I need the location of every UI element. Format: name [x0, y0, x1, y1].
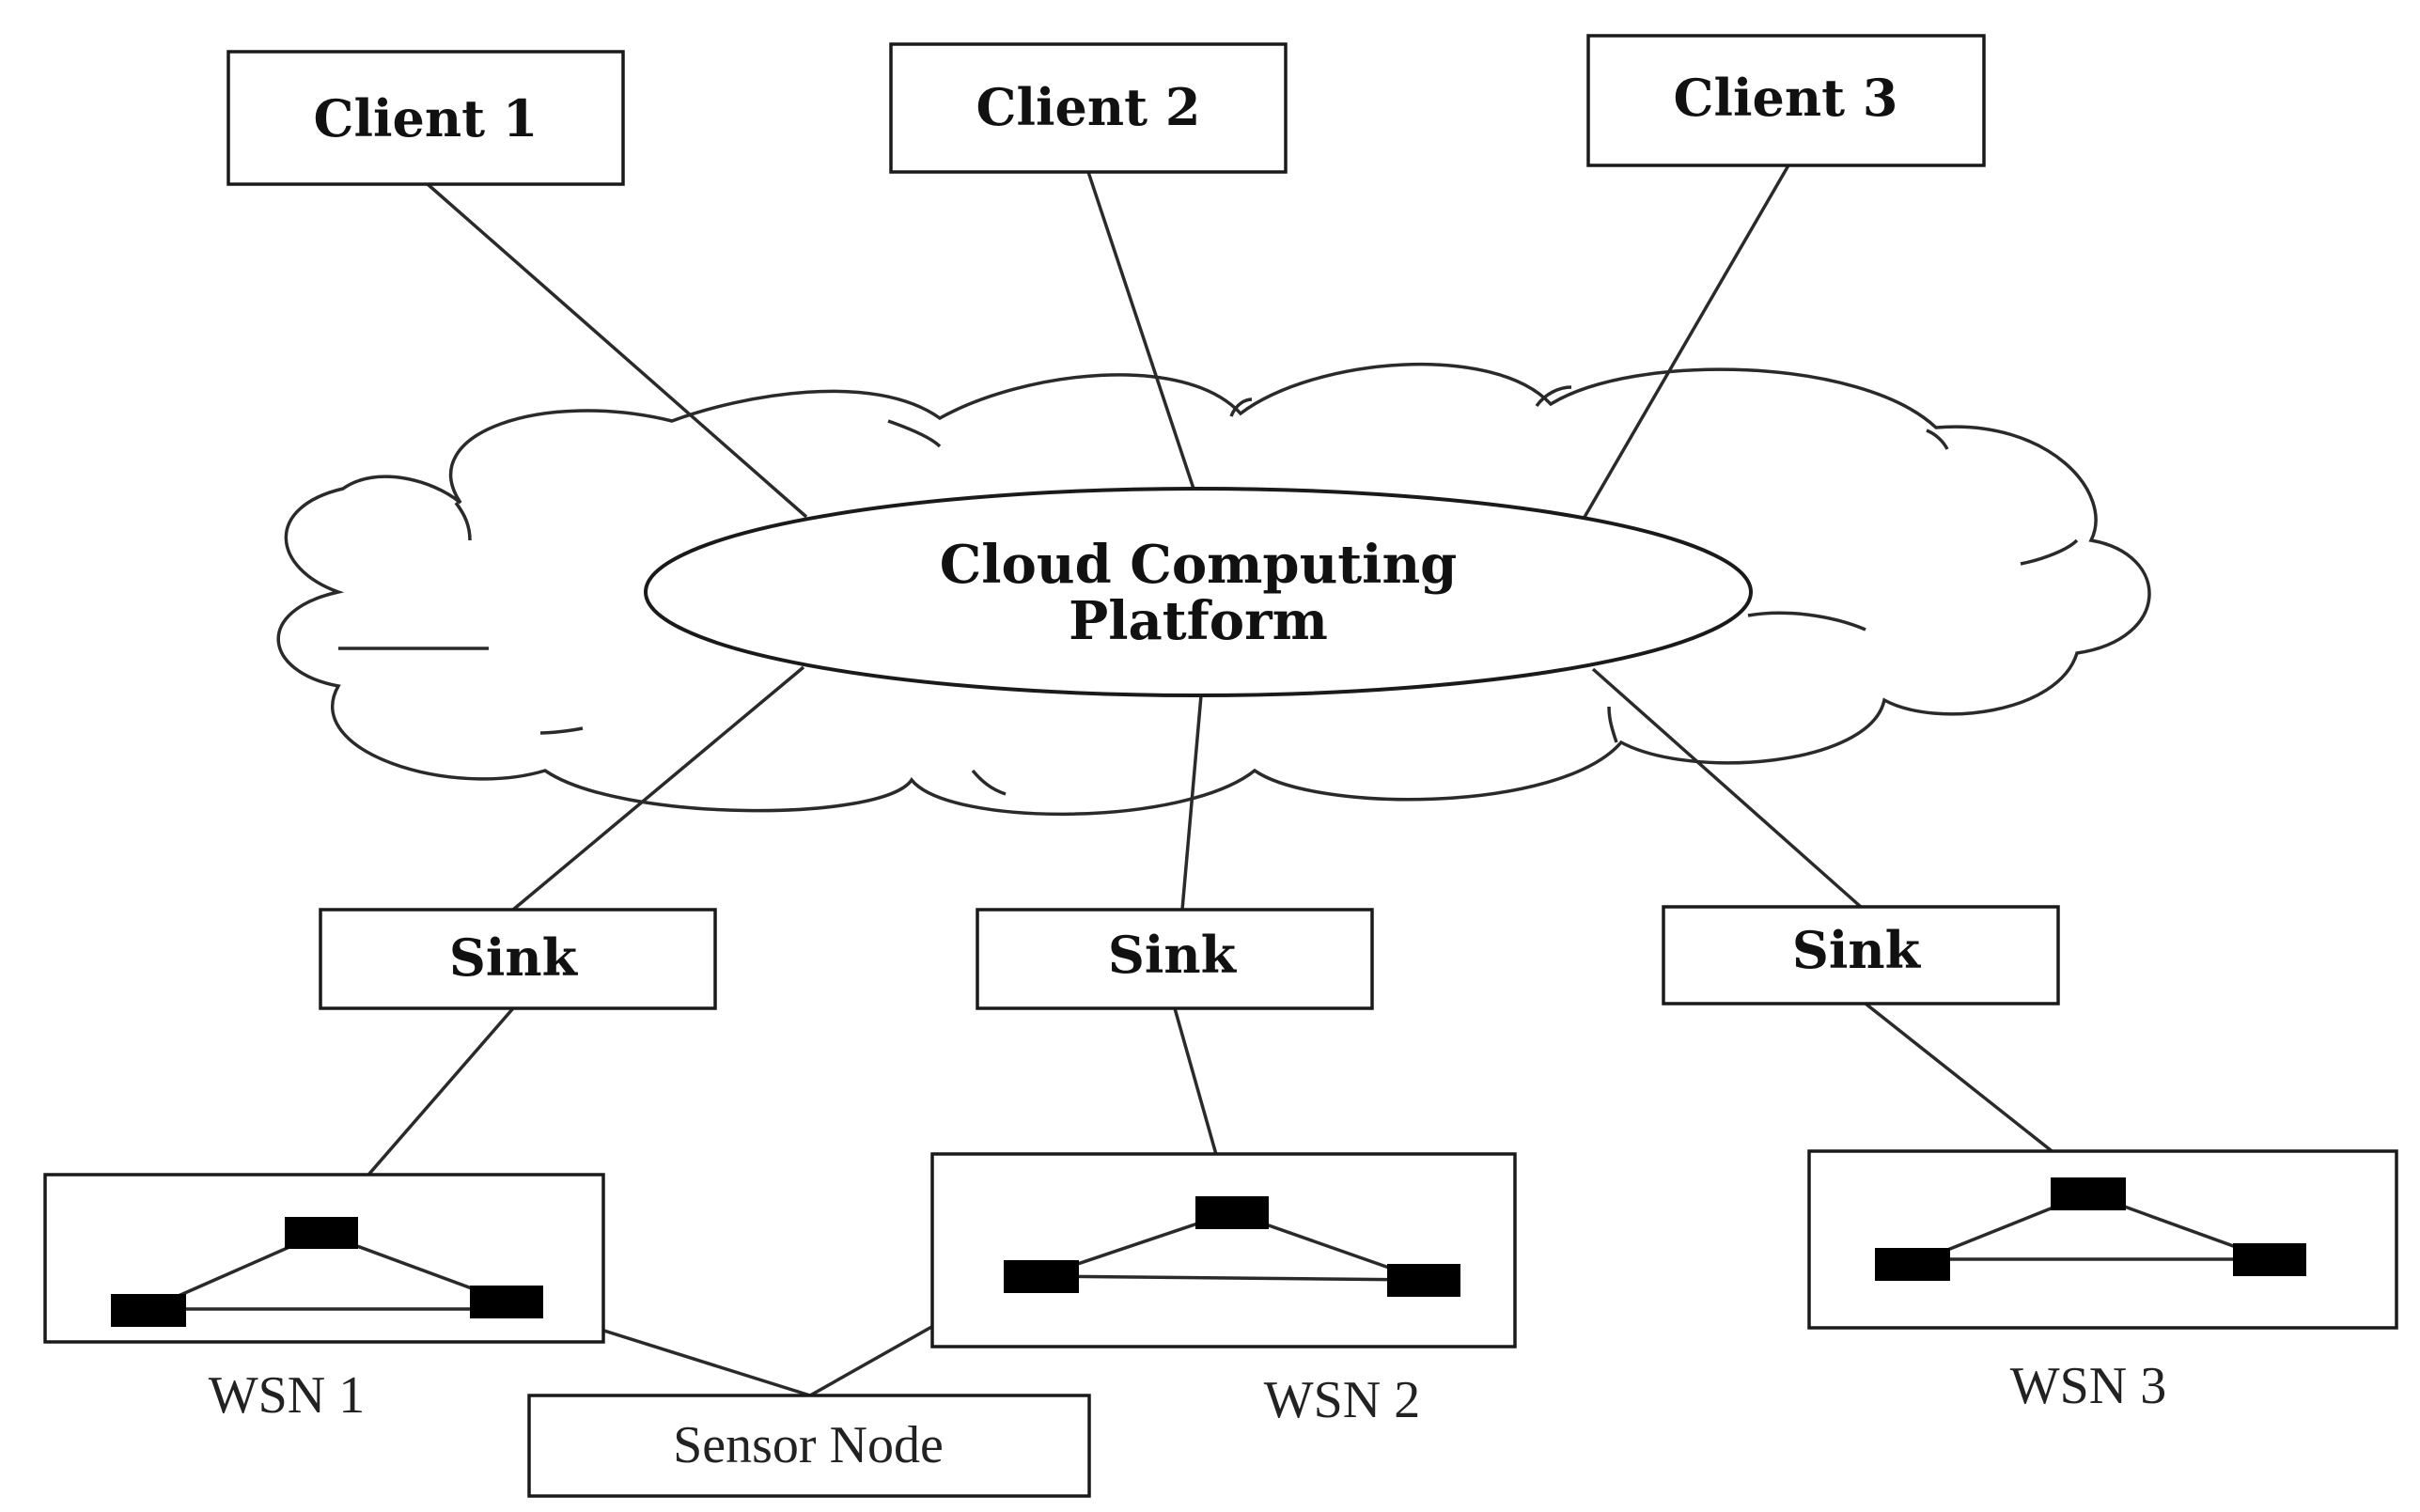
- client-box: Client 3: [1586, 34, 1986, 167]
- sink-label: Sink: [1108, 925, 1238, 985]
- sink-box: Sink: [319, 908, 717, 1010]
- link-cloud-sink3: [1591, 667, 1863, 909]
- sink-box-frame: [319, 908, 717, 1010]
- wsn-frame: [930, 1152, 1517, 1348]
- sensor-node: [1387, 1264, 1460, 1297]
- sensor-node: [2051, 1177, 2126, 1210]
- cloud-platform-hub: Cloud Computing Platform: [644, 487, 1753, 697]
- cloud-lobe-arc: [1926, 429, 1949, 450]
- sensor-node-callout: Sensor Node: [527, 1394, 1091, 1498]
- cloud-lobe-arc: [539, 726, 584, 735]
- cloud-lobe-arc: [1535, 385, 1572, 408]
- link-client2-cloud: [1086, 171, 1195, 490]
- client-label: Client 2: [976, 77, 1201, 137]
- cloud-lobe-arc: [887, 419, 942, 448]
- client-label: Client 1: [314, 88, 539, 148]
- wsn-cluster: WSN 2: [930, 1152, 1517, 1429]
- link-client1-cloud: [426, 182, 808, 519]
- cloud-lobe-arc: [1607, 706, 1618, 743]
- cloud-platform-ellipse: [644, 487, 1753, 697]
- client-box: Client 2: [889, 42, 1288, 174]
- sink-box: Sink: [976, 908, 1374, 1010]
- link-cloud-sink1: [511, 665, 805, 912]
- wsn-cluster: WSN 1: [43, 1173, 605, 1425]
- sink-label: Sink: [449, 927, 579, 988]
- sink-box: Sink: [1662, 905, 2060, 1005]
- client-box: Client 1: [226, 50, 625, 186]
- client-label: Client 3: [1674, 68, 1898, 128]
- wsn-link: [1040, 1274, 1425, 1282]
- sensor-node: [1004, 1260, 1079, 1293]
- sensor-node: [470, 1286, 543, 1318]
- sink-box-frame: [1662, 905, 2060, 1005]
- cloud-lobe-arc: [1747, 611, 1866, 631]
- sink-label: Sink: [1792, 920, 1922, 980]
- sensor-node: [1875, 1248, 1950, 1281]
- sensor-node: [2233, 1243, 2306, 1276]
- cloud-lobe-arc: [971, 769, 1007, 796]
- wsn-cluster: WSN 3: [1807, 1149, 2398, 1415]
- cloud-lobe-arc: [1229, 397, 1253, 417]
- client-box-frame: [1586, 34, 1986, 167]
- sensor-node: [1195, 1196, 1269, 1229]
- link-client3-cloud: [1582, 164, 1790, 520]
- client-box-frame: [889, 42, 1288, 174]
- client-box-frame: [226, 50, 625, 186]
- sensor-node: [111, 1294, 186, 1327]
- sensor-node-callout-frame: [527, 1394, 1091, 1498]
- cloud-lobe-arc: [2020, 538, 2079, 566]
- wsn-label: WSN 3: [2010, 1357, 2166, 1415]
- sensor-node-callout-label: Sensor Node: [673, 1416, 944, 1474]
- sink-box-frame: [976, 908, 1374, 1010]
- wsn-label: WSN 2: [1264, 1371, 1420, 1429]
- wsn-label: WSN 1: [209, 1366, 365, 1425]
- link-cloud-sink2: [1180, 694, 1203, 911]
- sensor-node: [285, 1217, 358, 1249]
- cloud-platform-label-line2: Platform: [1069, 590, 1328, 652]
- cloud-platform-label-line1: Cloud Computing: [940, 534, 1458, 596]
- cloud-lobe-arc: [454, 501, 472, 541]
